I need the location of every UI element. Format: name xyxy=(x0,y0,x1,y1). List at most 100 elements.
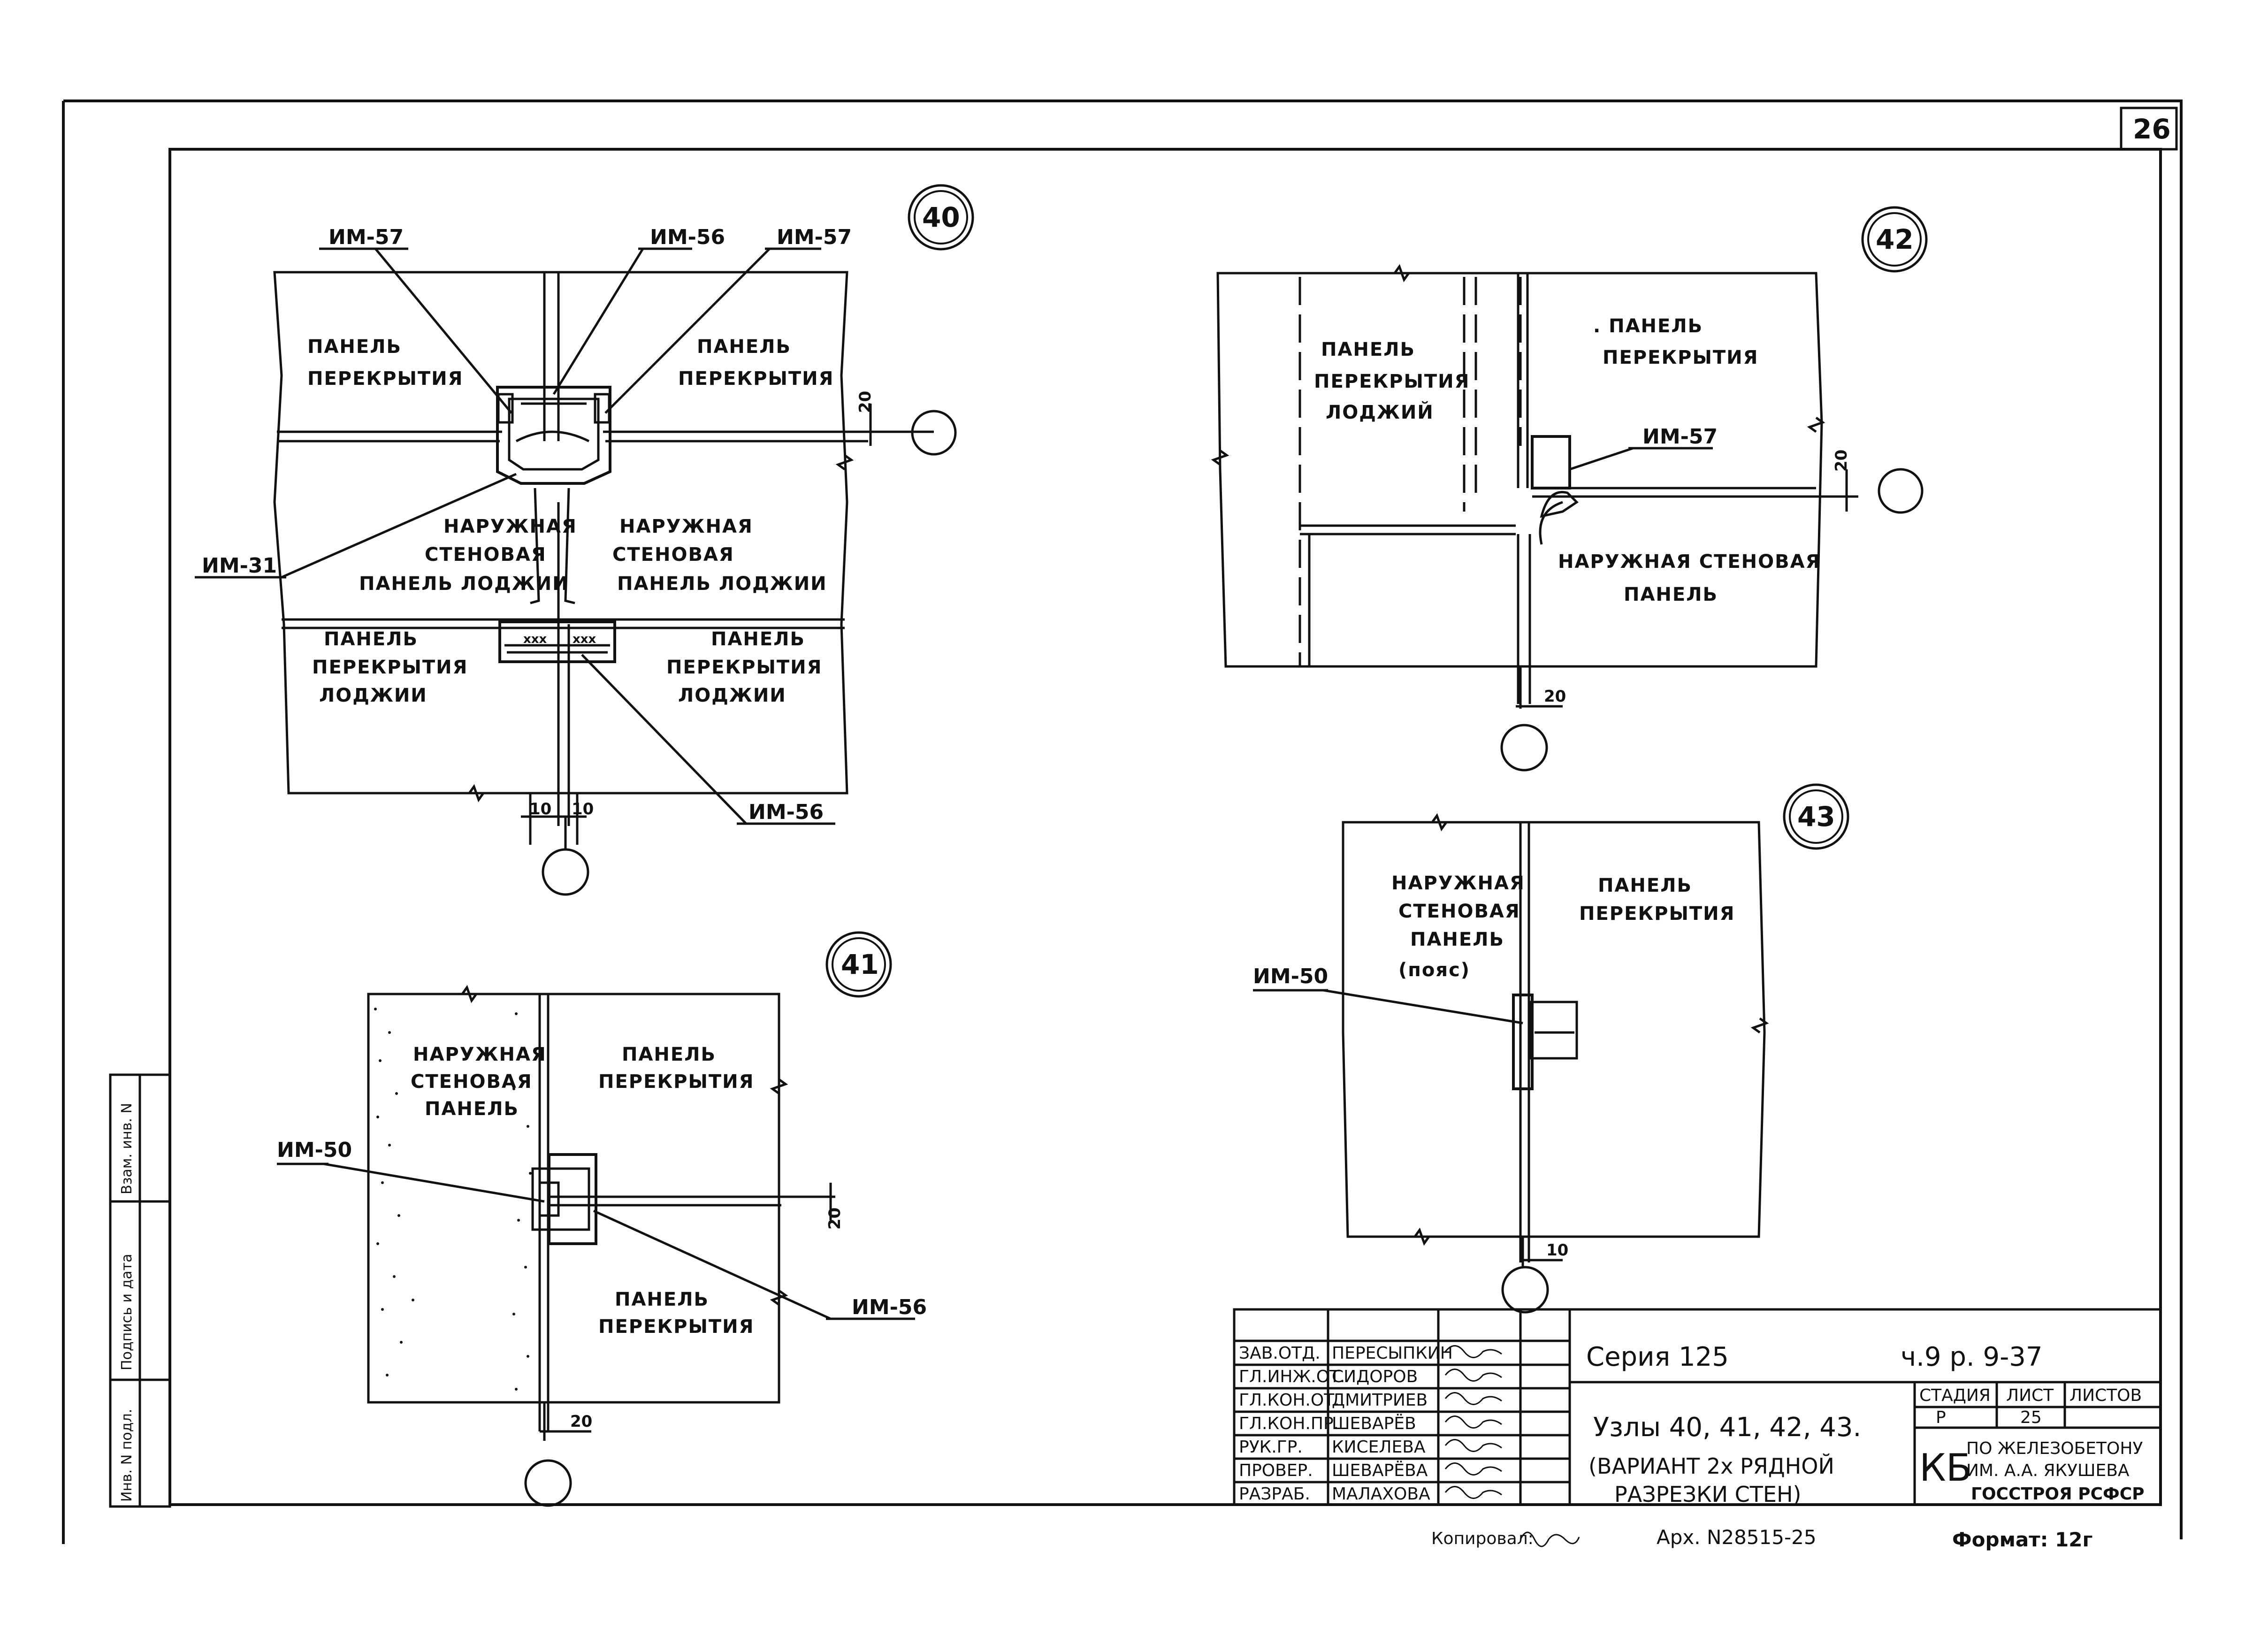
side-stamp-text: Инв. N подл. Подпись и дата Взам. инв. N xyxy=(119,1103,135,1502)
sheet-title-line2: (ВАРИАНТ 2х РЯДНОЙ xyxy=(1588,1453,1834,1479)
stage-value: Р xyxy=(1936,1408,1946,1427)
node-40-dims: 20 10 10 xyxy=(529,391,875,818)
svg-text:20: 20 xyxy=(1544,687,1566,706)
svg-text:ИМ-56: ИМ-56 xyxy=(852,1295,927,1319)
svg-text:ИМ. А.А. ЯКУШЕВА: ИМ. А.А. ЯКУШЕВА xyxy=(1966,1461,2130,1480)
svg-text:10: 10 xyxy=(572,800,594,818)
svg-text:ПЕРЕКРЫТИЯ: ПЕРЕКРЫТИЯ xyxy=(312,657,468,678)
node-41-sand-hatch xyxy=(374,1008,532,1391)
node-41-badge: 41 xyxy=(825,931,892,998)
node-41-dims: 20 20 xyxy=(570,1208,844,1431)
svg-text:ЛОДЖИИ: ЛОДЖИИ xyxy=(678,685,787,706)
svg-text:ИМ-31: ИМ-31 xyxy=(202,554,277,578)
svg-text:ПАНЕЛЬ ЛОДЖИИ: ПАНЕЛЬ ЛОДЖИИ xyxy=(617,573,827,595)
svg-text:ИМ-57: ИМ-57 xyxy=(328,225,404,249)
svg-text:ГЛ.КОН.ОТ.: ГЛ.КОН.ОТ. xyxy=(1239,1391,1340,1410)
svg-text:СТАДИЯ: СТАДИЯ xyxy=(1919,1386,1991,1405)
stage-table: СТАДИЯ ЛИСТ ЛИСТОВ Р 25 xyxy=(1919,1386,2142,1427)
svg-text:СИДОРОВ: СИДОРОВ xyxy=(1332,1367,1418,1386)
sheet-number-box: 26 xyxy=(2120,107,2178,151)
node-40-detail xyxy=(195,247,957,896)
node-41-labels: НАРУЖНАЯ СТЕНОВАЯ ПАНЕЛЬ ПАНЕЛЬ ПЕРЕКРЫТ… xyxy=(411,1044,753,1338)
svg-text:ГОССТРОЯ РСФСР: ГОССТРОЯ РСФСР xyxy=(1971,1484,2145,1504)
svg-text:НАРУЖНАЯ: НАРУЖНАЯ xyxy=(443,516,577,537)
svg-text:ПАНЕЛЬ: ПАНЕЛЬ xyxy=(697,336,791,358)
node-40-crosses: xxx xxx xyxy=(523,632,596,646)
sheet-title-line3: РАЗРЕЗКИ СТЕН) xyxy=(1614,1482,1802,1507)
sheet-no-value: 25 xyxy=(2020,1408,2042,1427)
svg-text:ПЕРЕКРЫТИЯ: ПЕРЕКРЫТИЯ xyxy=(666,657,822,678)
title-block-signatures xyxy=(1444,1345,1502,1499)
svg-text:20: 20 xyxy=(1832,450,1851,472)
svg-text:ПАНЕЛЬ: ПАНЕЛЬ xyxy=(1321,339,1415,360)
svg-text:КИСЕЛЕВА: КИСЕЛЕВА xyxy=(1332,1438,1426,1457)
svg-text:ЗАВ.ОТД.: ЗАВ.ОТД. xyxy=(1239,1344,1321,1363)
doc-code: ч.9 р. 9-37 xyxy=(1901,1342,2043,1372)
footer: Копировал: Арх. N28515-25 Формат: 12г xyxy=(1431,1526,2092,1551)
sheet-frame xyxy=(62,99,2183,1544)
svg-text:10: 10 xyxy=(1546,1241,1568,1260)
node-41-detail xyxy=(277,985,915,1507)
sheet-title-line1: Узлы 40, 41, 42, 43. xyxy=(1593,1412,1861,1443)
node-43-detail xyxy=(1253,813,1769,1314)
node-42-number: 42 xyxy=(1876,223,1914,255)
svg-text:ЛОДЖИЙ: ЛОДЖИЙ xyxy=(1326,401,1434,423)
svg-text:Подпись и дата: Подпись и дата xyxy=(119,1254,135,1371)
svg-text:ПАНЕЛЬ: ПАНЕЛЬ xyxy=(307,336,402,358)
copier-signature xyxy=(1520,1531,1580,1547)
svg-text:НАРУЖНАЯ: НАРУЖНАЯ xyxy=(619,516,753,537)
svg-text:ПАНЕЛЬ: ПАНЕЛЬ xyxy=(615,1289,709,1310)
svg-text:xxx: xxx xyxy=(573,632,596,646)
svg-text:ПЕРЕКРЫТИЯ: ПЕРЕКРЫТИЯ xyxy=(307,368,463,390)
svg-text:ИМ-50: ИМ-50 xyxy=(1253,964,1328,988)
svg-text:ЛИСТ: ЛИСТ xyxy=(2006,1386,2054,1405)
node-42-dims: 20 20 xyxy=(1544,450,1851,706)
copied-label: Копировал: xyxy=(1431,1529,1534,1548)
node-43-number: 43 xyxy=(1797,801,1835,833)
title-block-grid xyxy=(1233,1308,2162,1506)
svg-text:ПАНЕЛЬ: ПАНЕЛЬ xyxy=(425,1098,519,1120)
svg-text:ПРОВЕР.: ПРОВЕР. xyxy=(1239,1461,1313,1480)
node-42-detail xyxy=(1211,264,1924,772)
svg-text:ПАНЕЛЬ: ПАНЕЛЬ xyxy=(1598,875,1692,896)
svg-text:ИМ-50: ИМ-50 xyxy=(277,1138,352,1162)
svg-text:СТЕНОВАЯ: СТЕНОВАЯ xyxy=(425,544,547,566)
svg-text:20: 20 xyxy=(825,1208,844,1230)
svg-text:ИМ-56: ИМ-56 xyxy=(650,225,725,249)
svg-text:xxx: xxx xyxy=(523,632,547,646)
series-label: Серия 125 xyxy=(1586,1342,1729,1372)
title-block-roles: ЗАВ.ОТД. ГЛ.ИНЖ.ОТ. ГЛ.КОН.ОТ. ГЛ.КОН.ПР… xyxy=(1239,1344,1345,1504)
node-42-labels: ПАНЕЛЬ ПЕРЕКРЫТИЯ ЛОДЖИЙ . ПАНЕЛЬ ПЕРЕКР… xyxy=(1314,315,1820,605)
svg-text:(пояс): (пояс) xyxy=(1398,959,1470,981)
svg-text:НАРУЖНАЯ: НАРУЖНАЯ xyxy=(1391,872,1525,894)
title-block-main: Серия 125 ч.9 р. 9-37 Узлы 40, 41, 42, 4… xyxy=(1586,1342,2043,1507)
node-43-dims: 10 xyxy=(1546,1241,1568,1260)
svg-text:ГЛ.КОН.ПР.: ГЛ.КОН.ПР. xyxy=(1239,1414,1339,1433)
side-stamp xyxy=(109,1073,171,1508)
svg-text:ЛОДЖИИ: ЛОДЖИИ xyxy=(319,685,428,706)
node-40-badge: 40 xyxy=(908,184,974,251)
node-42-badge: 42 xyxy=(1861,206,1928,273)
svg-text:10: 10 xyxy=(529,800,551,818)
svg-text:СТЕНОВАЯ: СТЕНОВАЯ xyxy=(411,1071,533,1093)
svg-text:ПО ЖЕЛЕЗОБЕТОНУ: ПО ЖЕЛЕЗОБЕТОНУ xyxy=(1966,1439,2143,1458)
svg-text:ПЕРЕКРЫТИЯ: ПЕРЕКРЫТИЯ xyxy=(1314,371,1470,392)
svg-text:Взам. инв. N: Взам. инв. N xyxy=(119,1103,135,1194)
format-label: Формат: 12г xyxy=(1952,1528,2092,1551)
svg-text:РАЗРАБ.: РАЗРАБ. xyxy=(1239,1484,1310,1504)
svg-text:ИМ-56: ИМ-56 xyxy=(748,800,824,824)
organization: КБ ПО ЖЕЛЕЗОБЕТОНУ ИМ. А.А. ЯКУШЕВА ГОСС… xyxy=(1919,1439,2145,1504)
svg-text:ПАНЕЛЬ: ПАНЕЛЬ xyxy=(622,1044,716,1065)
node-40-labels: ПАНЕЛЬ ПЕРЕКРЫТИЯ ПАНЕЛЬ ПЕРЕКРЫТИЯ НАРУ… xyxy=(307,336,833,706)
svg-text:ГЛ.ИНЖ.ОТ.: ГЛ.ИНЖ.ОТ. xyxy=(1239,1367,1345,1386)
svg-text:ШЕВАРЁВА: ШЕВАРЁВА xyxy=(1332,1461,1428,1480)
node-40-number: 40 xyxy=(922,201,960,233)
node-40-marks: ИМ-57 ИМ-56 ИМ-57 ИМ-31 ИМ-56 xyxy=(202,225,852,824)
svg-text:СТЕНОВАЯ: СТЕНОВАЯ xyxy=(612,544,734,566)
title-block-names: ПЕРЕСЫПКИН СИДОРОВ ДМИТРИЕВ ШЕВАРЁВ КИСЕ… xyxy=(1332,1344,1453,1504)
node-43-badge: 43 xyxy=(1783,783,1849,850)
svg-text:ДМИТРИЕВ: ДМИТРИЕВ xyxy=(1332,1391,1428,1410)
svg-text:ПАНЕЛЬ: ПАНЕЛЬ xyxy=(1624,584,1718,605)
node-42-marks: ИМ-57 xyxy=(1642,425,1718,449)
